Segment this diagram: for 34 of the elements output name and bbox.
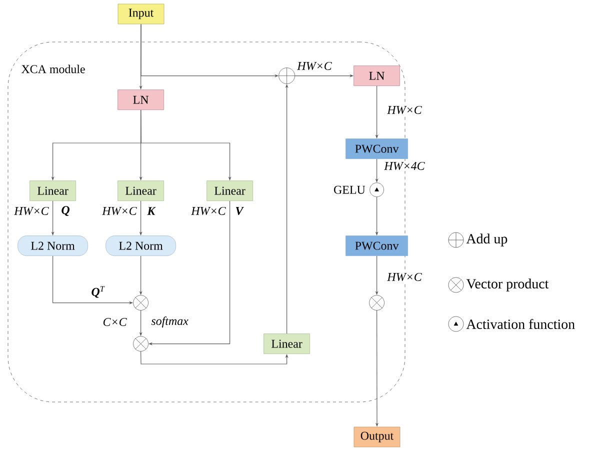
edge-label: HW×4C [383, 160, 426, 172]
process-box: Linear [118, 180, 164, 201]
process-box: Linear [206, 180, 253, 201]
legend-text: Vector product [466, 278, 549, 292]
legend-text: Activation function [466, 319, 575, 329]
dimension-label: HW×C [191, 206, 226, 216]
edge-label: HW×C [296, 60, 333, 72]
process-box: Linear [30, 180, 76, 201]
edge-label: Q$^{T}$ [90, 285, 106, 299]
multiply-circle [133, 295, 148, 310]
multiply-circle [133, 336, 148, 352]
process-box: PWConv [346, 138, 408, 159]
vector-label: Q [62, 206, 70, 216]
edge-label: HW×C [386, 104, 423, 116]
multiply-circle [369, 295, 384, 310]
dimension-label: HW×C [14, 206, 49, 216]
process-box: PWConv [346, 236, 408, 256]
dimension-label: HW×C [102, 206, 137, 216]
edge-label: softmax [150, 316, 190, 328]
process-box: Linear [264, 334, 310, 354]
norm-box: L2 Norm [106, 236, 176, 256]
activation-circle [370, 182, 384, 197]
process-box: Output [354, 426, 400, 448]
process-box: Input [118, 4, 164, 24]
norm-box: L2 Norm [18, 236, 88, 256]
process-box: LN [354, 66, 400, 86]
dimension-label: C×C [103, 318, 127, 326]
vector-label: K [147, 207, 156, 215]
node-label: GELU [334, 186, 366, 194]
add-circle [278, 67, 296, 84]
process-box: LN [118, 90, 164, 110]
edge-label: HW×C [386, 272, 423, 282]
vector-label: V [236, 207, 244, 215]
legend-text: Add up [466, 234, 508, 246]
